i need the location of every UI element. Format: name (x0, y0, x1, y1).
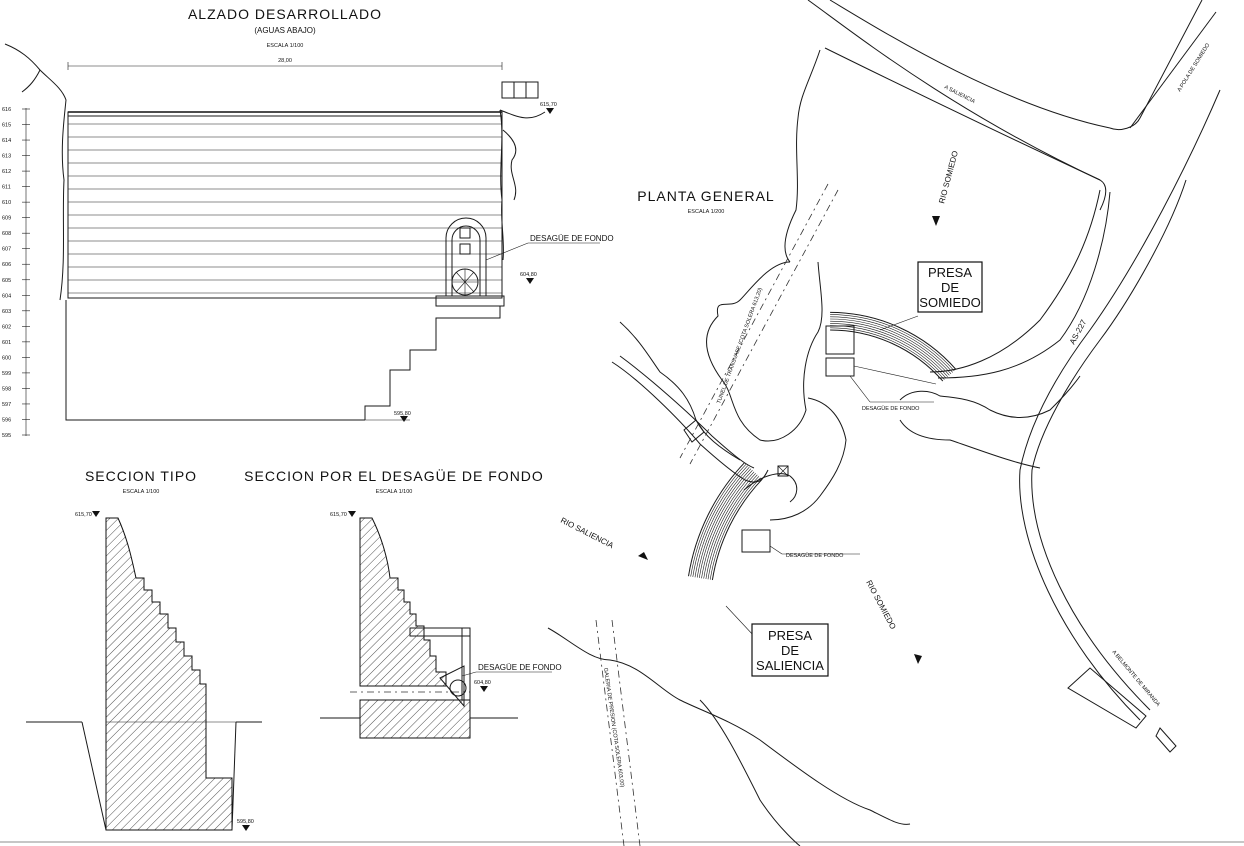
dam-arc-line (705, 474, 758, 580)
elevation-base-level: 595,80 (394, 411, 411, 417)
section-outlet: SECCION POR EL DESAGÜE DE FONDO ESCALA 1… (244, 467, 562, 739)
elevation-title: ALZADO DESARROLLADO (188, 6, 382, 22)
road-a-pola: A POLA DE SOMIEDO (1177, 42, 1212, 93)
ruler-label: 607 (2, 247, 11, 253)
elevation-outlet-level: 604,80 (520, 272, 537, 278)
dam-saliencia-label-1: PRESA (768, 628, 812, 643)
ruler-label: 604 (2, 293, 11, 299)
dam-arc-line (830, 323, 948, 377)
dam-somiedo-plan (830, 311, 957, 382)
dam-saliencia-label-2: DE (781, 643, 799, 658)
section-outlet-scale: ESCALA 1/100 (376, 489, 413, 495)
ruler-label: 614 (2, 138, 11, 144)
ruler-label: 600 (2, 355, 11, 361)
ruler-label: 601 (2, 340, 11, 346)
section-typical-title: SECCION TIPO (85, 468, 197, 484)
dam-saliencia-label-3: SALIENCIA (756, 658, 824, 673)
plan-outlet-somiedo: DESAGÜE DE FONDO (862, 405, 920, 412)
dam-somiedo-box (917, 261, 983, 313)
elevation-subtitle: (AGUAS ABAJO) (254, 26, 316, 35)
dam-arc-line (699, 469, 753, 578)
ruler-label: 599 (2, 371, 11, 377)
dam-somiedo-label-1: PRESA (928, 265, 972, 280)
dam-arc-line (701, 471, 755, 579)
dam-arc-line (709, 477, 761, 580)
ruler-label: 612 (2, 169, 11, 175)
river-saliencia: RIO SALIENCIA (559, 516, 616, 551)
dam-saliencia-plan (688, 462, 763, 581)
ruler-label: 597 (2, 402, 11, 408)
ruler-label: 598 (2, 386, 11, 392)
ruler-label: 611 (2, 185, 11, 191)
section-typical-scale: ESCALA 1/100 (123, 489, 160, 495)
ruler-label: 603 (2, 309, 11, 315)
elevation-width-dim: 28,00 (278, 58, 292, 64)
ruler-label: 609 (2, 216, 11, 222)
elevation-crest-level: 615,70 (540, 102, 557, 108)
ruler-label: 615 (2, 123, 11, 129)
dam-arc-line (830, 311, 957, 370)
ruler-label: 606 (2, 262, 11, 268)
section-typical-top-level: 615,70 (75, 512, 92, 518)
section-outlet-label: DESAGÜE DE FONDO (478, 663, 562, 672)
dam-arc-line (703, 473, 756, 579)
dam-somiedo-label-2: DE (941, 280, 959, 295)
dam-arc-line (707, 476, 760, 580)
section-typical: SECCION TIPO ESCALA 1/100 615,70 595,80 (26, 468, 262, 831)
dam-arc-line (830, 325, 947, 379)
dam-arc-line (694, 466, 750, 578)
road-a-belmonte: A BELMONTE DE MIRANDA (1110, 649, 1161, 708)
dam-arc-line (830, 320, 950, 376)
plan-outlet-saliencia: DESAGÜE DE FONDO (786, 552, 844, 559)
plan-scale: ESCALA 1/200 (688, 209, 725, 215)
dam-somiedo-label-3: SOMIEDO (919, 295, 980, 310)
dam-arc-line (830, 327, 945, 380)
elevation-ruler-ticks: 616 615 614 613 612 611 610 609 608 607 606 605 604 6… (2, 107, 30, 439)
dam-courses (68, 123, 502, 294)
dam-arc-line (830, 318, 952, 374)
elevation-outlet-label: DESAGÜE DE FONDO (530, 234, 614, 243)
dam-saliencia-box (751, 623, 829, 677)
ruler-label: 613 (2, 154, 11, 160)
road-as227: AS-227 (1068, 318, 1089, 346)
dam-arc-line (830, 316, 953, 373)
ruler-label: 596 (2, 417, 11, 423)
section-outlet-title: SECCION POR EL DESAGÜE DE FONDO (244, 467, 544, 484)
river-somiedo-upper: RIO SOMIEDO (937, 150, 960, 205)
dam-arc-line (711, 478, 763, 581)
road-a-saliencia: A SALIENCIA (943, 84, 976, 105)
section-outlet-top-level: 615,70 (330, 512, 347, 518)
elevation-scale: ESCALA 1/100 (267, 43, 304, 49)
ruler-label: 602 (2, 324, 11, 330)
river-somiedo-lower: RIO SOMIEDO (864, 579, 897, 631)
ruler-label: 616 (2, 107, 11, 113)
dam-arc-line (688, 462, 745, 577)
elevation-view: ALZADO DESARROLLADO (AGUAS ABAJO) ESCALA… (2, 6, 614, 439)
section-typical-bottom-level: 595,80 (237, 819, 254, 825)
dam-arc-line (696, 468, 752, 578)
dam-arc-line (830, 329, 944, 382)
ruler-label: 605 (2, 278, 11, 284)
ruler-label: 595 (2, 433, 11, 439)
section-outlet-level: 604,80 (474, 680, 491, 686)
ruler-label: 610 (2, 200, 11, 206)
dam-arc-line (690, 463, 747, 577)
gallery-label: GALERIA DE PRESION (COTA SOLERA 603,00) (602, 667, 625, 787)
plan-view: PLANTA GENERAL ESCALA 1/200 A SALIENCIA … (547, 0, 1221, 846)
dam-arc-line (692, 465, 748, 577)
dam-arc-line (830, 314, 955, 372)
plan-title: PLANTA GENERAL (637, 188, 774, 204)
ruler-label: 608 (2, 231, 11, 237)
